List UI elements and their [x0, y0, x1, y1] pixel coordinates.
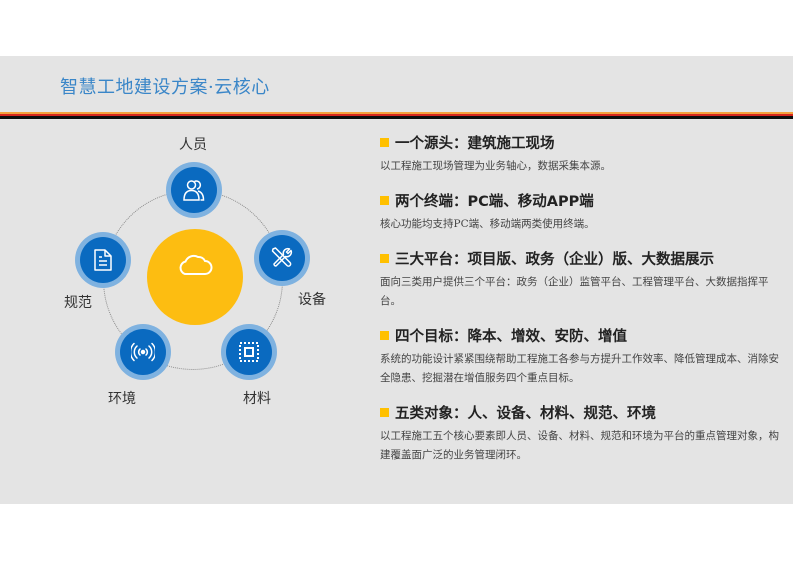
point-body: 系统的功能设计紧紧围绕帮助工程施工各参与方提升工作效率、降低管理成本、消除安全隐…: [380, 353, 779, 384]
header-stripe-orange: [0, 112, 793, 114]
point-body: 面向三类用户提供三个平台：政务（企业）监管平台、工程管理平台、大数据指挥平台。: [380, 276, 769, 307]
point-body: 以工程施工现场管理为业务轴心，数据采集本源。: [380, 160, 611, 172]
bullet-square-icon: [380, 253, 389, 263]
node-equipment: [254, 230, 310, 286]
point-platforms: 三大平台：项目版、政务（企业）版、大数据展示 面向三类用户提供三个平台：政务（企…: [380, 248, 785, 311]
point-heading: 两个终端：PC端、移动APP端: [395, 193, 594, 210]
bullet-square-icon: [380, 407, 389, 417]
point-source: 一个源头：建筑施工现场 以工程施工现场管理为业务轴心，数据采集本源。: [380, 132, 785, 176]
cloud-core-diagram: 人员 设备 材料: [0, 56, 360, 504]
point-body: 以工程施工五个核心要素即人员、设备、材料、规范和环境为平台的重点管理对象，构建覆…: [380, 430, 779, 461]
node-standards: [75, 232, 131, 288]
header-stripe-red: [0, 114, 793, 116]
point-terminals: 两个终端：PC端、移动APP端 核心功能均支持PC端、移动端两类使用终端。: [380, 190, 785, 234]
cloud-icon: [179, 254, 213, 275]
cloud-core: [147, 229, 243, 325]
people-icon: [183, 180, 205, 201]
point-heading: 四个目标：降本、增效、安防、增值: [395, 328, 627, 345]
node-people: [166, 162, 222, 218]
chip-icon: [239, 342, 259, 362]
node-standards-label: 规范: [64, 295, 92, 311]
node-environment-label: 环境: [108, 391, 136, 407]
node-materials-label: 材料: [243, 391, 271, 407]
point-heading: 一个源头：建筑施工现场: [395, 135, 555, 152]
node-environment: [115, 324, 171, 380]
point-goals: 四个目标：降本、增效、安防、增值 系统的功能设计紧紧围绕帮助工程施工各参与方提升…: [380, 325, 785, 388]
node-equipment-label: 设备: [298, 292, 326, 308]
bullet-square-icon: [380, 330, 389, 340]
bullet-square-icon: [380, 195, 389, 205]
point-heading: 三大平台：项目版、政务（企业）版、大数据展示: [395, 251, 714, 268]
point-body: 核心功能均支持PC端、移动端两类使用终端。: [380, 218, 595, 230]
point-heading: 五类对象：人、设备、材料、规范、环境: [395, 405, 656, 422]
node-people-label: 人员: [179, 137, 207, 153]
node-materials: [221, 324, 277, 380]
header-stripe-black: [0, 116, 793, 119]
tools-icon: [271, 247, 293, 267]
slide: 智慧工地建设方案·云核心 人员: [0, 56, 793, 504]
point-objects: 五类对象：人、设备、材料、规范、环境 以工程施工五个核心要素即人员、设备、材料、…: [380, 402, 785, 465]
document-icon: [94, 249, 112, 271]
slide-title: 智慧工地建设方案·云核心: [60, 77, 270, 98]
bullet-square-icon: [380, 137, 389, 147]
wireless-icon: [131, 342, 155, 362]
